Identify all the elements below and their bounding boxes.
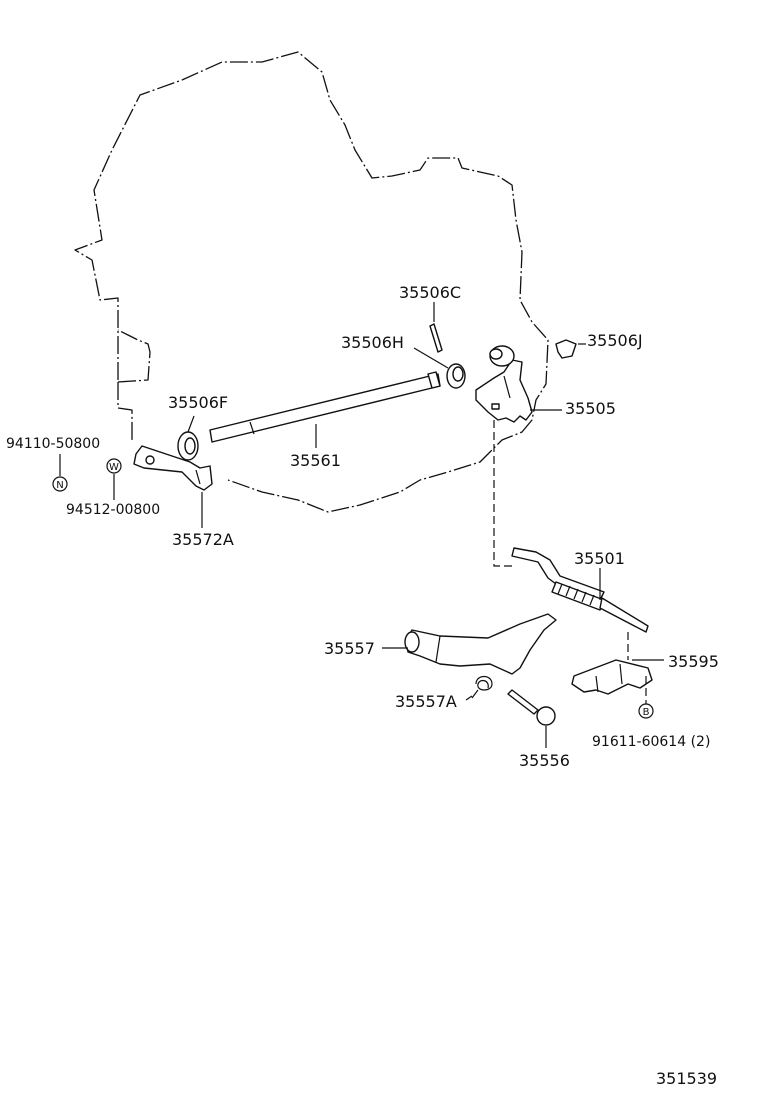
- dashed-link-rod-to-lever: [493, 420, 512, 567]
- label-35506C[interactable]: 35506C: [399, 283, 461, 302]
- svg-text:W: W: [109, 462, 119, 473]
- label-35506J[interactable]: 35506J: [587, 331, 643, 350]
- label-35556[interactable]: 35556: [519, 751, 570, 770]
- label-94110-50800[interactable]: 94110-50800: [6, 436, 100, 452]
- leader-35506F: [187, 415, 195, 433]
- label-35506F[interactable]: 35506F: [168, 393, 228, 412]
- symbol-w-marker: W: [106, 458, 122, 474]
- case-lower-left-step: [117, 382, 133, 440]
- oil-seal-35506F[interactable]: [177, 431, 199, 461]
- shift-shaft-35561[interactable]: [209, 371, 441, 443]
- detent-lever-35505[interactable]: [475, 345, 533, 423]
- symbol-b-marker: B: [638, 703, 654, 719]
- label-35505[interactable]: 35505: [565, 399, 616, 418]
- label-35557A[interactable]: 35557A: [395, 692, 457, 711]
- label-35595[interactable]: 35595: [668, 652, 719, 671]
- svg-text:B: B: [643, 707, 650, 718]
- leader-35557A: [465, 695, 473, 701]
- label-35506H[interactable]: 35506H: [341, 333, 404, 352]
- label-35561[interactable]: 35561: [290, 451, 341, 470]
- seal-ring-35506H[interactable]: [446, 363, 466, 389]
- case-lower-left-outline: [117, 329, 151, 383]
- diagram-id: 351539: [656, 1069, 717, 1088]
- pin-35556[interactable]: [507, 689, 556, 726]
- label-35501[interactable]: 35501: [574, 549, 625, 568]
- clip-35506J[interactable]: [555, 339, 577, 359]
- bracket-35595[interactable]: [571, 659, 653, 695]
- label-35572A[interactable]: 35572A: [172, 530, 234, 549]
- leader-35506H: [413, 347, 449, 369]
- label-35557[interactable]: 35557: [324, 639, 375, 658]
- control-rod-35501[interactable]: [511, 547, 649, 633]
- pin-35506C[interactable]: [429, 323, 443, 353]
- label-91611-60614[interactable]: 91611-60614 (2): [592, 734, 710, 750]
- svg-text:N: N: [56, 480, 63, 491]
- lever-35557[interactable]: [404, 613, 557, 675]
- control-lever-35572A[interactable]: [133, 445, 213, 491]
- symbol-n-marker: N: [52, 476, 68, 492]
- transmission-case-outline: [74, 51, 549, 513]
- label-94512-00800[interactable]: 94512-00800: [66, 502, 160, 518]
- spring-35557A[interactable]: [471, 675, 493, 699]
